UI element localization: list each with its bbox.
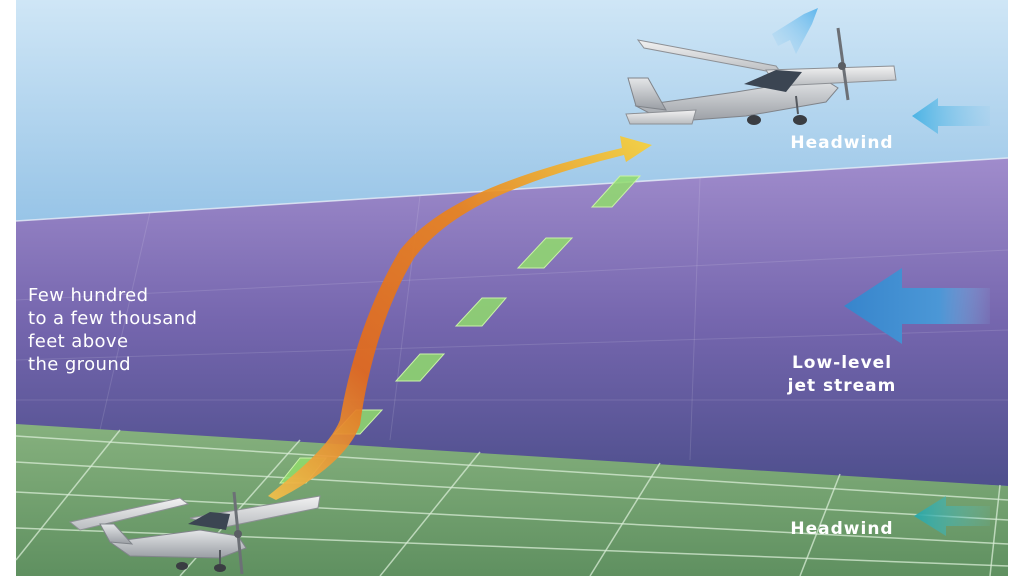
- altitude-label: Few hundred to a few thousand feet above…: [28, 285, 198, 375]
- wind-arrow-icon: [912, 98, 990, 134]
- low-level-jet-label: Low-level jet stream: [787, 353, 897, 396]
- airplane-icon: [625, 27, 897, 125]
- actual-flight-path-arrow: [268, 136, 652, 500]
- headwind-top-label: Headwind: [790, 133, 894, 153]
- headwind-bottom-label: Headwind: [790, 519, 894, 539]
- wind-arrow-icon: [844, 268, 990, 344]
- jet-stream-layer: [16, 158, 1008, 486]
- airplane-icon: [68, 491, 321, 575]
- wind-arrow-icon: [914, 496, 990, 536]
- wind-arrow-icon: [772, 8, 818, 54]
